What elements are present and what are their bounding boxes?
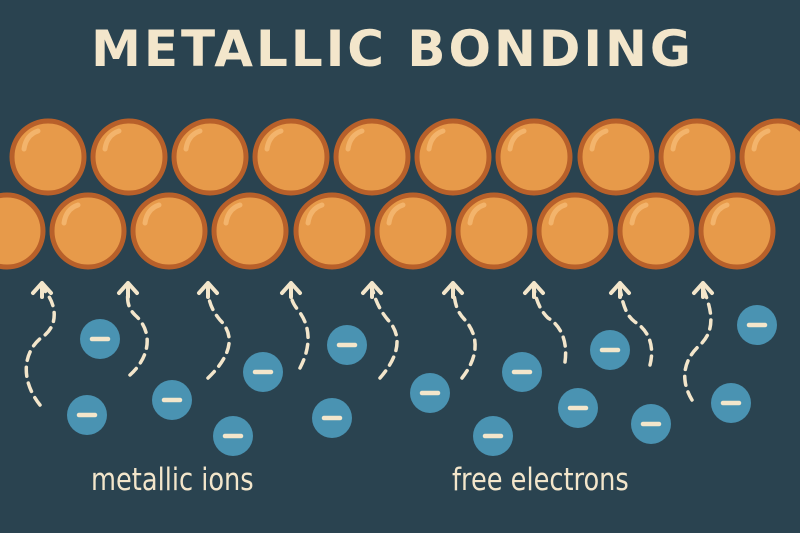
electron-path-arrow (683, 281, 714, 402)
free-electron (711, 383, 751, 423)
metallic-ion (252, 118, 330, 196)
metallic-ion (171, 118, 249, 196)
free-electron (152, 380, 192, 420)
metallic-ion (49, 192, 127, 270)
metallic-ion (698, 192, 776, 270)
electron-path-arrow (442, 281, 477, 380)
metallic-ion (9, 118, 87, 196)
free-electron (327, 325, 367, 365)
metallic-ion (211, 192, 289, 270)
metallic-ions-lattice (0, 118, 800, 270)
free-electron (590, 330, 630, 370)
free-electron (80, 319, 120, 359)
electron-path-arrow (280, 281, 310, 370)
metallic-ion (130, 192, 208, 270)
free-electrons-cloud (67, 305, 777, 456)
free-electron (243, 352, 283, 392)
metallic-ions-label: metallic ions (91, 462, 254, 498)
metallic-ion (455, 192, 533, 270)
metallic-ion (414, 118, 492, 196)
electron-path-arrow (24, 281, 56, 407)
metallic-ion (536, 192, 614, 270)
metallic-ion (0, 192, 46, 270)
metallic-ion (293, 192, 371, 270)
electron-path-arrow (523, 281, 568, 364)
electron-path-arrow (609, 281, 654, 367)
electron-motion-arrows (24, 281, 714, 407)
metallic-ion (495, 118, 573, 196)
free-electron (737, 305, 777, 345)
metallic-ion (617, 192, 695, 270)
metallic-ion (333, 118, 411, 196)
free-electron (213, 416, 253, 456)
free-electron (473, 416, 513, 456)
metallic-ion (374, 192, 452, 270)
free-electron (67, 395, 107, 435)
metallic-ion (658, 118, 736, 196)
metallic-ion (577, 118, 655, 196)
electron-path-arrow (197, 281, 231, 380)
free-electron (502, 352, 542, 392)
electron-path-arrow (117, 281, 149, 377)
electron-path-arrow (361, 281, 399, 380)
free-electron (631, 404, 671, 444)
metallic-ion (739, 118, 800, 196)
free-electron (558, 388, 598, 428)
metallic-ion (90, 118, 168, 196)
free-electron (410, 373, 450, 413)
diagram-title: METALLIC BONDING (91, 20, 694, 78)
free-electrons-label: free electrons (452, 462, 629, 498)
free-electron (312, 398, 352, 438)
